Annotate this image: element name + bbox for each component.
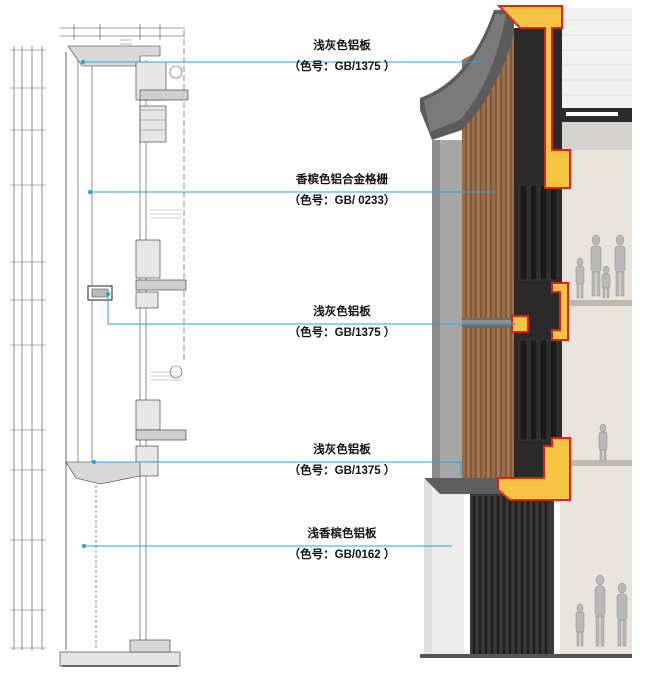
label-light-gray-panel-middle: 浅灰色铝板 （色号：GB/1375 ） (262, 302, 422, 344)
cad-section-drawing (10, 24, 189, 667)
leader-line-3 (107, 294, 516, 325)
label-code: （色号：GB/1375 ） (288, 327, 396, 339)
label-light-gray-panel-top: 浅灰色铝板 （色号：GB/1375 ） (262, 36, 422, 78)
label-name: 香槟色铝合金格栅 (296, 174, 388, 186)
people-figures (575, 234, 628, 647)
leader-lines (80, 59, 516, 549)
label-code: （色号：GB/1375 ） (288, 465, 396, 477)
label-name: 浅灰色铝板 (313, 40, 371, 52)
label-light-champagne-panel: 浅香槟色铝板 （色号：GB/0162 ） (262, 524, 422, 566)
label-light-gray-panel-bottom: 浅灰色铝板 （色号：GB/1375 ） (262, 440, 422, 482)
label-code: （色号：GB/ 0233） (288, 195, 396, 207)
facade-render (420, 5, 632, 658)
label-champagne-grille: 香槟色铝合金格栅 （色号：GB/ 0233） (262, 170, 422, 212)
label-code: （色号：GB/0162 ） (288, 549, 396, 561)
label-name: 浅灰色铝板 (313, 306, 371, 318)
label-name: 浅灰色铝板 (313, 444, 371, 456)
leader-line-4 (94, 461, 462, 476)
label-code: （色号：GB/1375 ） (288, 61, 396, 73)
label-name: 浅香槟色铝板 (307, 528, 377, 540)
highlighted-aluminium-panels (496, 5, 571, 501)
